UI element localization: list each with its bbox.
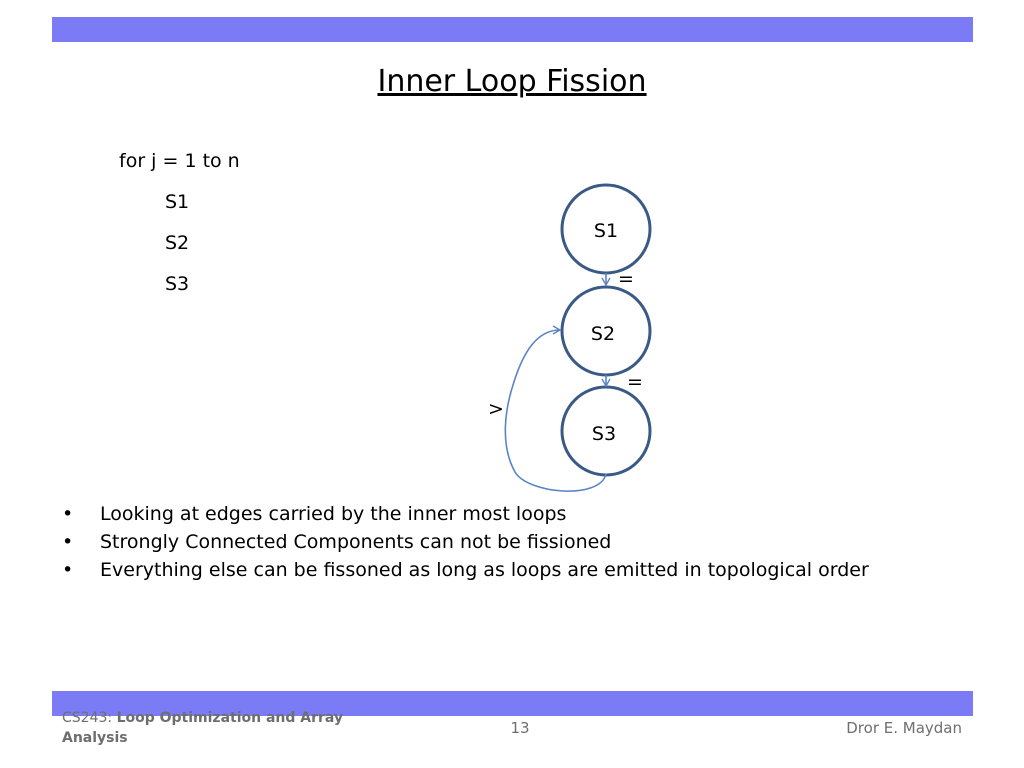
bullet-item: • Looking at edges carried by the inner m… (62, 500, 869, 528)
slide-title: Inner Loop Fission (377, 64, 647, 99)
footer-author: Dror E. Maydan (846, 719, 962, 737)
node-s1-label: S1 (594, 220, 618, 242)
footer-course-prefix: CS243: (62, 710, 117, 726)
page-number: 13 (510, 719, 530, 737)
code-statement-s3: S3 (165, 273, 190, 295)
bullet-text: Looking at edges carried by the inner mo… (100, 503, 567, 525)
edge-s3-s2-back (504, 325, 607, 492)
bullet-marker: • (62, 531, 74, 553)
node-s2-label: S2 (591, 323, 615, 345)
code-statement-s2: S2 (165, 232, 190, 254)
bullet-list: • Looking at edges carried by the inner m… (62, 500, 869, 584)
code-statement-s1: S1 (165, 191, 190, 213)
bullet-item: • Strongly Connected Components can not b… (62, 528, 869, 556)
bullet-item: • Everything else can be fissoned as long… (62, 556, 869, 584)
edge-label-s2-s3: = (627, 371, 643, 393)
edge-label-s1-s2: = (618, 268, 634, 290)
footer-course-title: Loop Optimization and Array Analysis (62, 710, 344, 746)
edge-label-s3-s2: > (488, 398, 504, 420)
top-banner-bar (52, 17, 973, 42)
bullet-marker: • (62, 559, 74, 581)
footer-course: CS243: Loop Optimization and Array Analy… (62, 708, 392, 748)
loop-header: for j = 1 to n (119, 150, 240, 172)
bottom-banner-bar (52, 691, 973, 716)
bullet-text: Everything else can be fissoned as long … (100, 559, 869, 581)
node-s3-label: S3 (592, 423, 616, 445)
bullet-marker: • (62, 503, 74, 525)
bullet-text: Strongly Connected Components can not be… (100, 531, 612, 553)
